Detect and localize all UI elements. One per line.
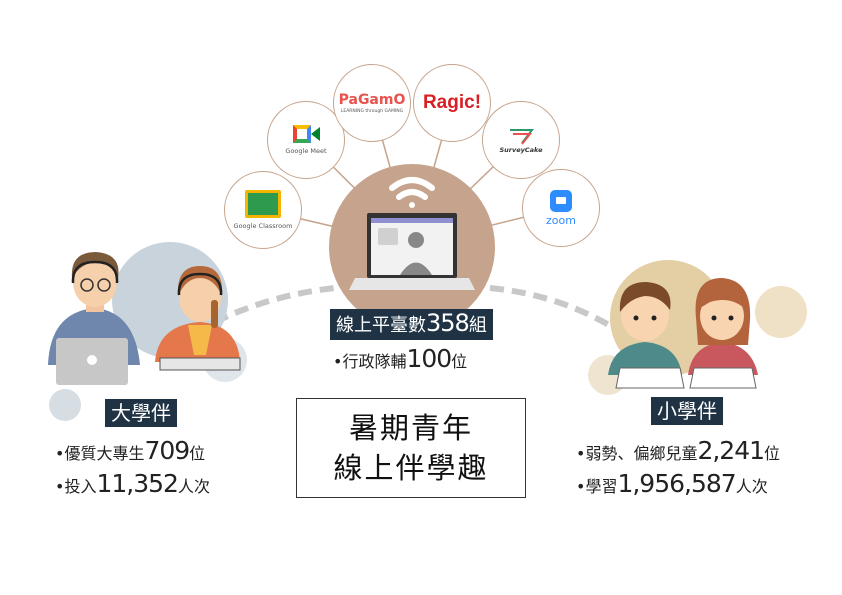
learning-sessions-stat: •學習1,956,587人次	[576, 469, 768, 498]
classroom-icon	[245, 190, 281, 218]
laptop-icon	[349, 213, 475, 290]
girl-student-illustration	[688, 278, 758, 389]
zoom-logo: zoom	[522, 169, 600, 247]
left-dashed-arc	[213, 285, 336, 325]
child-partner-label: 小學伴	[651, 397, 723, 425]
children-stat: •弱勢、偏鄉兒童2,241位	[576, 436, 781, 465]
platform-count-label: 線上平臺數358組	[330, 309, 493, 340]
male-tutor-illustration	[48, 252, 140, 385]
pagamo-logo: PaGamO LEARNING through GAMING	[333, 64, 411, 142]
university-sessions-stat: •投入11,352人次	[55, 469, 210, 498]
staff-stat: •行政隊輔100位	[333, 344, 468, 373]
google-classroom-logo: Google Classroom	[224, 171, 302, 249]
wifi-icon	[389, 177, 435, 208]
university-partner-label: 大學伴	[105, 399, 177, 427]
boy-student-illustration	[608, 282, 685, 389]
google-meet-logo: Google Meet	[267, 101, 345, 179]
surveycake-icon	[510, 128, 534, 145]
right-dashed-arc	[489, 285, 627, 338]
female-tutor-illustration	[155, 266, 241, 371]
main-title: 暑期青年 線上伴學趣	[296, 398, 526, 498]
meet-camera-icon	[292, 125, 320, 143]
surveycake-logo: SurveyCake	[482, 101, 560, 179]
ragic-logo: Ragic!	[413, 64, 491, 142]
university-students-stat: •優質大專生709位	[55, 436, 206, 465]
zoom-camera-icon	[550, 189, 572, 212]
